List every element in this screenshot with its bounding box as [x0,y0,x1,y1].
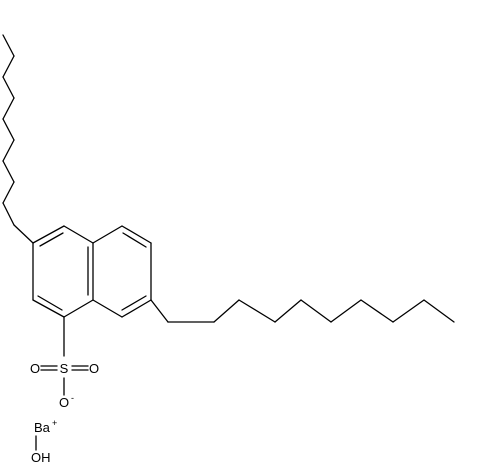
barium-charge-label: + [52,418,57,428]
sulfur-label: S [60,361,69,376]
barium-label: Ba [34,420,51,435]
oxygen-left-label: O [30,361,40,376]
sulfonate-group [40,316,89,396]
upper-chain-link-bond [13,224,34,244]
right-aromatic-ring [92,225,152,318]
left-aromatic-ring [32,225,94,318]
oxygen-charge-label: - [71,393,74,403]
oxygen-right-label: O [89,361,99,376]
upper-nonyl-chain [2,34,15,226]
hydroxide-label: OH [31,450,51,465]
lower-nonyl-chain [150,299,455,323]
oxygen-bottom-label: O [59,395,69,410]
